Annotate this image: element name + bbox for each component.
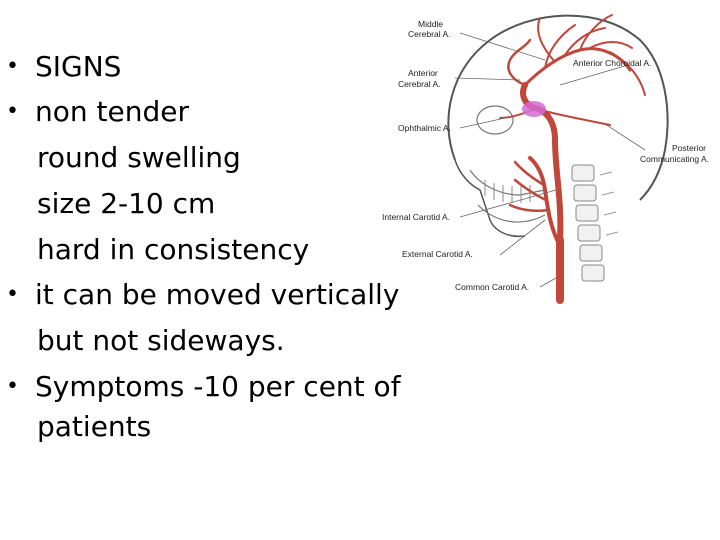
label-common-carotid: Common Carotid A.: [455, 282, 529, 292]
anterior-cerebral-artery: [507, 38, 532, 87]
bullet-marker: •: [6, 99, 19, 124]
internal-carotid-artery: [520, 82, 564, 243]
carotid-artery-diagram: Middle Cerebral A. Anterior Cerebral A. …: [382, 14, 709, 304]
cervical-spine: [571, 164, 605, 282]
face-outline: [454, 159, 526, 238]
bullet-list: • SIGNS • non tender round swelling size…: [6, 50, 401, 443]
bullet-marker: •: [6, 282, 19, 307]
label-anterior-choroidal: Anterior Choroidal A.: [573, 58, 651, 68]
external-carotid-artery: [528, 156, 560, 244]
label-posterior-communicating-2: Communicating A.: [640, 154, 709, 164]
posterior-communicating-artery: [539, 109, 611, 126]
skull-outline: [447, 14, 669, 201]
bullet-text: non tender: [35, 95, 189, 128]
maxilla-outline: [469, 169, 546, 196]
sub-text: but not sideways.: [37, 324, 285, 357]
label-external-carotid: External Carotid A.: [402, 249, 473, 259]
bullet-marker: •: [6, 374, 19, 399]
artery-tree: [499, 14, 646, 304]
label-middle-cerebral: Middle: [418, 19, 443, 29]
cavernous-sinus: [522, 101, 546, 117]
external-carotid-branches: [508, 160, 550, 213]
sub-text: size 2-10 cm: [37, 187, 216, 220]
sub-text: round swelling: [37, 141, 241, 174]
cortical-branches: [537, 14, 646, 96]
label-middle-cerebral-2: Cerebral A.: [408, 29, 451, 39]
label-posterior-communicating: Posterior: [672, 143, 706, 153]
bullet-marker: •: [6, 54, 19, 79]
leader-lines: [454, 32, 646, 288]
label-internal-carotid: Internal Carotid A.: [382, 212, 450, 222]
label-ophthalmic: Ophthalmic A.: [398, 123, 451, 133]
orbit-outline: [476, 105, 514, 135]
sub-text: hard in consistency: [37, 233, 310, 266]
label-anterior-cerebral: Anterior: [408, 68, 438, 78]
spinous-processes: [599, 171, 619, 236]
mandible-outline: [477, 204, 546, 223]
label-anterior-cerebral-2: Cerebral A.: [398, 79, 441, 89]
bullet-text: Symptoms -10 per cent of: [35, 370, 401, 403]
sub-text: patients: [37, 410, 152, 443]
bullet-text: it can be moved vertically: [35, 278, 400, 311]
bullet-text-signs: SIGNS: [35, 50, 122, 83]
